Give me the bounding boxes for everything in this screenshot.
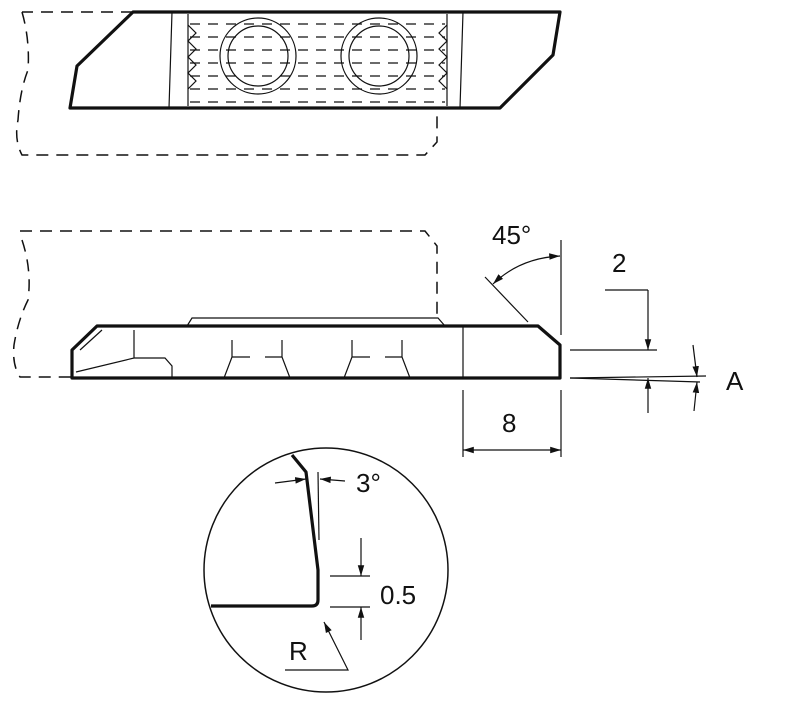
angle-a-arrow-top [692, 344, 699, 378]
top-plate [186, 317, 446, 327]
detail-radius-leader [285, 621, 349, 671]
detail-angle-label-3: 3° [356, 468, 381, 498]
detail-edge-profile [211, 453, 320, 608]
top-view-serration-lines [187, 14, 448, 106]
side-view-outline [70, 324, 562, 380]
side-view-slots [223, 340, 411, 379]
detail-angle-arrow-left [274, 477, 307, 484]
mounting-hole-2-inner [348, 25, 410, 87]
detail-height-label-0-5: 0.5 [380, 580, 416, 610]
detail-vertical-reference [317, 471, 320, 541]
hidden-grooves [190, 23, 445, 103]
top-view-outline [68, 10, 562, 110]
detail-angle-arrow-right [319, 476, 346, 484]
side-view-details [75, 326, 464, 378]
angle-label-45: 45° [492, 220, 531, 250]
angle-extension-lines [484, 240, 562, 335]
angle-a-arrow-bottom [692, 381, 700, 412]
detail-view: 3° 0.5 R [203, 447, 449, 693]
mounting-hole-1-inner [227, 25, 289, 87]
mounting-hole-2-outer [340, 17, 418, 95]
width-extension-lines [462, 390, 562, 457]
height-label-2: 2 [612, 248, 626, 278]
detail-circle [203, 447, 449, 693]
top-view-section-lines [168, 11, 464, 109]
top-view [15, 10, 562, 156]
side-view: 45° 2 A 8 [12, 220, 744, 457]
angle-a-reference-line [569, 375, 707, 379]
side-view-phantom-outline [12, 230, 438, 378]
detail-radius-label-r: R [289, 636, 308, 666]
detail-height-extension-lines [330, 575, 370, 608]
top-view-serrations [187, 24, 448, 90]
mounting-hole-1-outer [219, 17, 297, 95]
height-extension-lines [569, 289, 701, 383]
angle-dimension-arc [492, 253, 561, 285]
width-label-8: 8 [502, 408, 516, 438]
angle-label-a: A [726, 366, 744, 396]
